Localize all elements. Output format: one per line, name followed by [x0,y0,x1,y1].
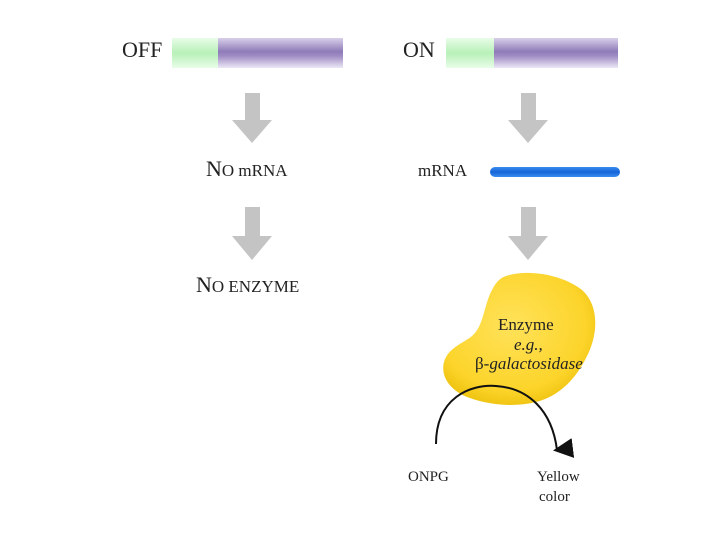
on-state-label: ON [403,37,435,62]
off-gene-segment [218,38,343,68]
reaction-curve-arrow [435,384,575,458]
no-mrna-label: NO mRNA [206,156,288,181]
substrate-label: ONPG [408,469,449,485]
off-dna-bar [172,38,343,68]
on-dna-bar [446,38,618,68]
enzyme-name: β-galactosidase [475,354,583,373]
on-gene-segment [494,38,618,68]
enzyme-name-text: -galactosidase [484,354,584,373]
enzyme-title: Enzyme [498,315,554,334]
off-state-label: OFF [122,37,162,62]
enzyme-example: e.g., [514,335,543,354]
mrna-strand [490,167,620,177]
on-arrow-2 [508,207,548,260]
mrna-label: mRNA [418,161,468,180]
off-arrow-2 [232,207,272,260]
off-arrow-1 [232,93,272,143]
off-promoter-segment [172,38,218,68]
enzyme-greek-beta: β [475,354,484,373]
enzyme-blob [443,272,596,405]
no-enzyme-rest: O ENZYME [212,277,299,296]
on-promoter-segment [446,38,494,68]
on-arrow-1 [508,93,548,143]
no-mrna-rest: O mRNA [222,161,288,180]
no-mrna-initial: N [206,156,222,181]
product-label-line1: Yellow [537,469,580,485]
no-enzyme-initial: N [196,272,212,297]
no-enzyme-label: NO ENZYME [196,272,299,297]
product-label-line2: color [539,489,570,505]
